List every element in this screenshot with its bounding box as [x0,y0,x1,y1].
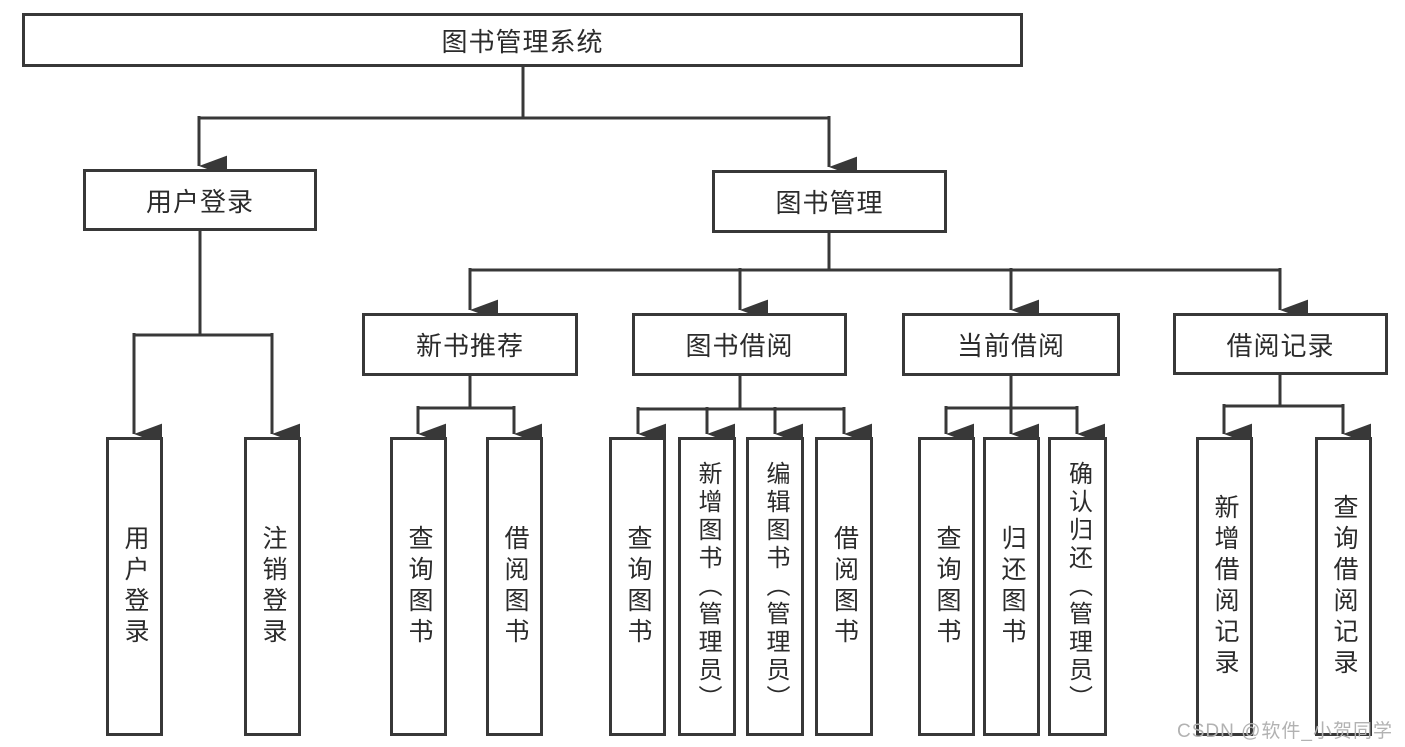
node-borrowing-records: 借阅记录 [1173,313,1388,375]
connector-user-login-to-leaves [132,231,301,445]
node-user-login: 用户登录 [83,169,317,231]
leaf-borrow-books-recommend: 借阅图书 [486,437,543,736]
node-book-borrowing: 图书借阅 [632,313,847,376]
connector-current-borrow-to-leaves [944,376,1106,445]
leaf-query-books-recommend: 查询图书 [390,437,447,736]
leaf-logout: 注销登录 [244,437,301,736]
leaf-return-books: 归还图书 [983,437,1040,736]
leaf-edit-books-admin: 编辑图书（管理员） [746,437,804,736]
node-root-system: 图书管理系统 [22,13,1023,67]
connector-borrow-records-to-leaves [1222,375,1372,445]
leaf-query-books-borrowing: 查询图书 [609,437,666,736]
leaf-confirm-return-admin: 确认归还（管理员） [1048,437,1107,736]
node-book-management: 图书管理 [712,170,947,233]
leaf-query-books-current: 查询图书 [918,437,975,736]
leaf-add-borrow-record: 新增借阅记录 [1196,437,1253,736]
leaf-borrow-books-borrowing: 借阅图书 [815,437,873,736]
node-new-book-recommend: 新书推荐 [362,313,578,376]
connector-book-mgmt-to-level3 [468,233,1309,321]
leaf-user-login: 用户登录 [106,437,163,736]
connector-root-to-level2 [197,67,858,178]
csdn-watermark: CSDN @软件_小贺同学 [1177,721,1393,742]
connector-new-rec-to-leaves [416,376,543,445]
leaf-query-borrow-record: 查询借阅记录 [1315,437,1372,736]
connector-book-borrow-to-leaves [636,376,873,445]
node-current-borrowing: 当前借阅 [902,313,1120,376]
leaf-add-books-admin: 新增图书（管理员） [678,437,736,736]
